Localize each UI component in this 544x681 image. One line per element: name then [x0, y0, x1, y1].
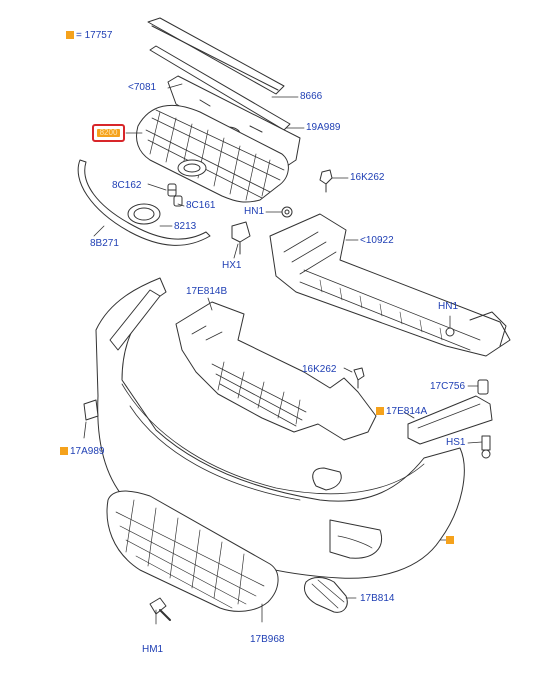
grille-seal-strip-part [149, 45, 291, 131]
marker-square-bumper-wrap [446, 535, 456, 547]
lower-grille-17B968-part [106, 490, 279, 612]
label-HX1[interactable]: HX1 [222, 260, 242, 271]
marker-square-bumper [446, 536, 454, 544]
marker-square-17A989 [60, 447, 68, 455]
bumper-bracket-17E814A-part [407, 395, 493, 445]
label-8B271[interactable]: 8B271 [90, 238, 119, 249]
label-8666[interactable]: 8666 [300, 91, 323, 102]
label-19A989[interactable]: 19A989 [306, 122, 341, 133]
lower-grille-trim-part [77, 159, 211, 246]
legend-marker-square [66, 31, 74, 39]
sensor-HX1-part [231, 221, 251, 255]
label-17A989[interactable]: 17A989 [70, 446, 105, 457]
label-8C161[interactable]: 8C161 [186, 200, 216, 211]
label-16K262-mid[interactable]: 16K262 [302, 364, 337, 375]
bumper-bracket-17E814B-part [175, 301, 377, 441]
label-7081[interactable]: <7081 [128, 82, 157, 93]
clip-8C161-part [173, 195, 183, 207]
highlighted-part-number: 8200 [99, 128, 118, 137]
label-17B814[interactable]: 17B814 [360, 593, 395, 604]
label-17B968[interactable]: 17B968 [250, 634, 285, 645]
fog-lamp-cover-17B814-part [303, 577, 348, 613]
label-HN1-top[interactable]: HN1 [244, 206, 265, 217]
label-17A989-wrap: 17A989 [60, 446, 104, 458]
clip-8C162-part [167, 183, 177, 197]
screw-16K262-top-part [319, 169, 333, 193]
screw-16K262-mid-part [353, 367, 365, 389]
highlight-fill [97, 129, 120, 137]
label-17E814A-wrap: 17E814A [376, 406, 427, 418]
marker-square-17E814A [376, 407, 384, 415]
label-17E814B[interactable]: 17E814B [186, 286, 228, 297]
label-8C162[interactable]: 8C162 [112, 180, 142, 191]
screw-HS1-part [481, 435, 491, 459]
highlighted-part-label[interactable]: 8200 [92, 124, 125, 142]
emblem-8213-part [127, 203, 161, 225]
label-16K262-top[interactable]: 16K262 [350, 172, 385, 183]
label-HN1-right[interactable]: HN1 [438, 301, 459, 312]
legend-text: = 17757 [76, 30, 113, 41]
label-10922[interactable]: <10922 [360, 235, 394, 246]
screw-HM1-part [149, 597, 171, 621]
label-8213[interactable]: 8213 [174, 221, 197, 232]
legend-note: = 17757 [66, 30, 112, 42]
upper-trim-strip-part [147, 17, 285, 95]
nut-HN1-top-part [281, 206, 293, 218]
label-HS1[interactable]: HS1 [446, 437, 466, 448]
label-HM1[interactable]: HM1 [142, 644, 164, 655]
clip-17C756-part [477, 379, 489, 395]
leader-lines [83, 83, 483, 625]
label-17E814A[interactable]: 17E814A [386, 406, 428, 417]
radiator-grille-part [136, 104, 289, 203]
label-17C756[interactable]: 17C756 [430, 381, 466, 392]
front-bumper-cover-part [83, 277, 465, 579]
